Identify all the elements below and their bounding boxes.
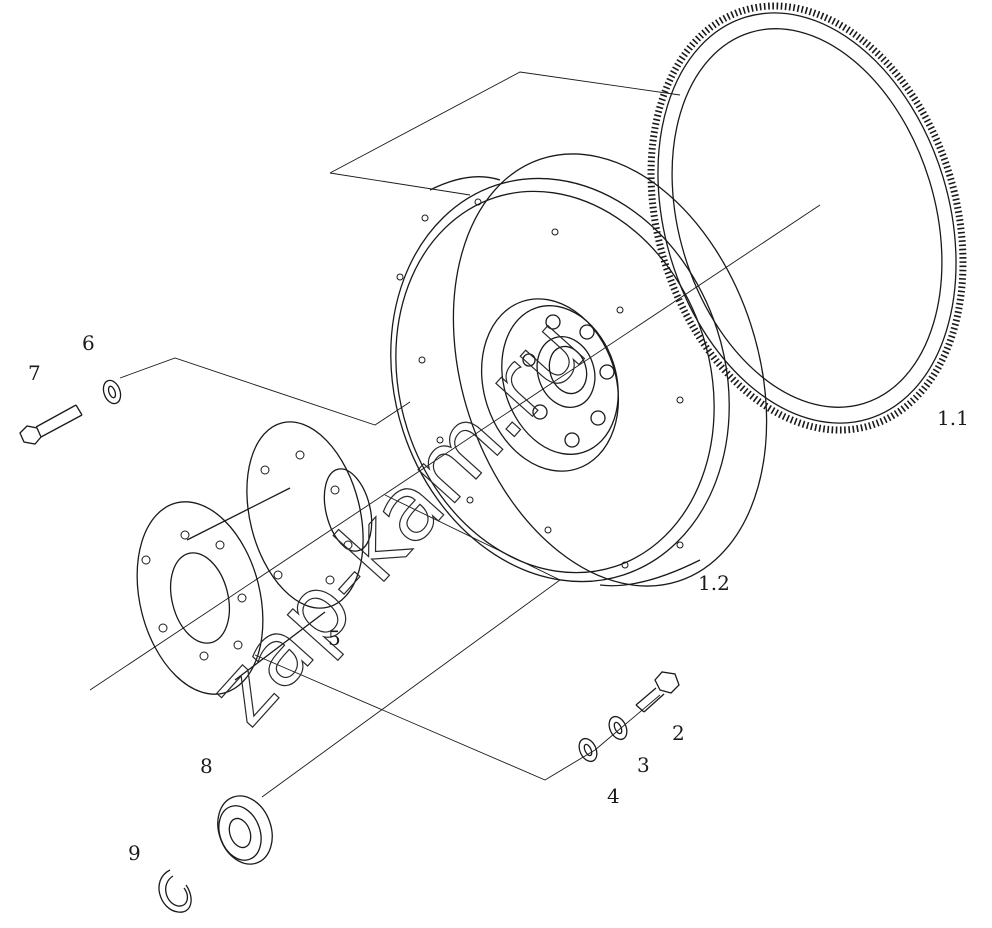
callout-8: 8	[200, 754, 213, 778]
callout-1-1: 1.1	[937, 406, 969, 430]
bearing	[217, 795, 273, 865]
callout-3: 3	[637, 753, 650, 777]
ring-gear	[647, 2, 967, 434]
flywheel	[390, 153, 768, 587]
watermark: zap-kam.ru	[188, 296, 607, 745]
washer-4	[578, 737, 598, 763]
washer-6	[102, 379, 122, 405]
callout-1-2: 1.2	[698, 571, 730, 595]
callout-6: 6	[82, 331, 95, 355]
callout-4: 4	[607, 784, 620, 808]
callout-2: 2	[672, 721, 685, 745]
hub-adapter	[136, 421, 373, 695]
callout-5: 5	[328, 626, 341, 650]
callout-9: 9	[128, 841, 141, 865]
hub-bolt-holes	[141, 450, 353, 661]
svg-text:zap-kam.ru: zap-kam.ru	[188, 297, 606, 745]
rim-bolt-holes	[396, 198, 684, 569]
callout-7: 7	[28, 361, 41, 385]
retaining-ring	[158, 869, 192, 913]
washer-3	[608, 715, 628, 741]
bolt	[19, 404, 83, 445]
bolt-2	[635, 671, 680, 713]
